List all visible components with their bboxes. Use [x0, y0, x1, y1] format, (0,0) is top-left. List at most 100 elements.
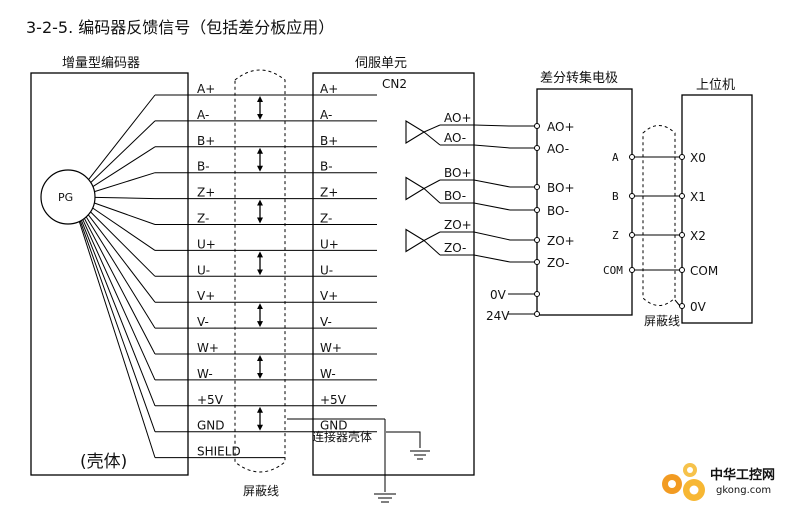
diff-input-wire — [440, 231, 537, 241]
pg-fan-line — [79, 220, 156, 432]
diff-input-label: BO- — [547, 204, 569, 218]
housing-ground-wire — [386, 431, 421, 448]
driver-out-minus — [423, 240, 441, 256]
pg-fan-line — [92, 207, 156, 251]
diff-input-terminal — [534, 123, 540, 129]
servo-pin-label: Z+ — [320, 186, 338, 200]
shield-right-label: 屏蔽线 — [644, 314, 680, 328]
encoder-pin-label: U- — [197, 263, 210, 277]
diff-output-label: COM — [603, 264, 623, 277]
pg-fan-line — [90, 120, 156, 183]
driver-out-minus — [423, 131, 441, 146]
pg-fan-lines — [78, 94, 188, 459]
diff-input-wire — [440, 202, 537, 211]
servo-pin-label: A+ — [320, 82, 338, 96]
encoder-box — [30, 72, 189, 476]
watermark-en-text: gkong.com — [716, 485, 771, 496]
diff-input-terminal — [534, 184, 540, 190]
servo-output-label: BO+ — [444, 166, 472, 180]
diffboard-label: 差分转集电极 — [540, 70, 618, 86]
host-input-label: X0 — [690, 151, 706, 165]
pg-fan-line — [80, 220, 156, 406]
host-input-terminal — [679, 154, 685, 160]
ground-symbol-main — [374, 493, 396, 503]
host-input-terminal — [679, 303, 685, 309]
diff-output-terminal — [629, 267, 635, 273]
diff-output-label: A — [612, 151, 619, 164]
pg-fan-line — [87, 214, 156, 303]
diffboard-input-labels: AO+AO-BO+BO-ZO+ZO- — [534, 120, 575, 270]
servo-pin-label: B- — [320, 160, 333, 174]
diff-output-label: B — [612, 190, 619, 203]
encoder-pin-label: A- — [197, 108, 209, 122]
encoder-pin-label: U+ — [197, 237, 216, 251]
diff-input-label: AO+ — [547, 120, 575, 134]
servo-output-label: BO- — [444, 189, 466, 203]
diff-output-terminal — [629, 154, 635, 160]
watermark-logo — [662, 463, 705, 501]
servo-pin-label: GND — [320, 419, 348, 433]
encoder-pin-label: B- — [197, 160, 210, 174]
servo-box — [312, 72, 475, 476]
encoder-pin-label: V+ — [197, 289, 215, 303]
watermark-cn-text: 中华工控网 — [710, 467, 775, 483]
encoder-pin-label: GND — [197, 419, 225, 433]
diff-input-label: AO- — [547, 142, 569, 156]
diff-to-host-wires — [634, 156, 681, 307]
power-24v-label: 24V — [486, 309, 510, 323]
diff-input-terminal — [534, 259, 540, 265]
diff-input-wire — [440, 124, 537, 127]
pg-fan-line — [92, 146, 156, 188]
diff-input-terminal — [534, 145, 540, 151]
cable-lines — [188, 94, 377, 459]
diff-output-label: Z — [612, 229, 619, 242]
servo-pin-label: B+ — [320, 134, 338, 148]
line-driver-triangle — [405, 120, 426, 144]
host-input-label: X2 — [690, 229, 706, 243]
diff-output-terminal — [629, 193, 635, 199]
pg-circle — [40, 169, 96, 225]
pg-fan-line — [85, 216, 156, 329]
line-driver-triangle — [405, 228, 426, 253]
diff-input-terminal — [534, 237, 540, 243]
line-driver-triangle — [405, 176, 426, 201]
diff-input-label: ZO+ — [547, 234, 575, 248]
servo-connector-label: CN2 — [382, 77, 407, 91]
shield-left-outline — [234, 69, 286, 473]
servo-output-label: ZO+ — [444, 218, 472, 232]
servo-pin-label: V+ — [320, 289, 338, 303]
connector-housing-label: 连接器壳体 — [312, 429, 372, 444]
servo-pin-label: W- — [320, 367, 336, 381]
encoder-label: 增量型编码器 — [62, 56, 140, 71]
ground-symbol-housing — [410, 450, 430, 460]
diffboard-output-labels: A B Z COM — [603, 151, 635, 277]
servo-pin-label: Z- — [320, 212, 332, 226]
encoder-housing-label: (壳体) — [80, 452, 127, 472]
diff-input-wire — [440, 144, 537, 149]
power-0v-label: 0V — [490, 288, 507, 302]
page-title: 3-2-5. 编码器反馈信号（包括差分板应用） — [26, 18, 334, 37]
shield-right-outline — [642, 125, 676, 306]
encoder-pin-label: W+ — [197, 341, 219, 355]
encoder-pin-label: W- — [197, 367, 213, 381]
pg-fan-line — [94, 196, 156, 200]
pg-fan-line — [94, 172, 156, 193]
host-box — [681, 94, 753, 324]
driver-out-plus — [423, 231, 441, 241]
line-drivers: AO+AO-BO+BO-ZO+ZO- — [405, 111, 537, 263]
pg-fan-line — [83, 218, 156, 355]
driver-out-plus — [423, 179, 441, 189]
host-input-label: COM — [690, 264, 718, 278]
pg-fan-line — [82, 219, 156, 381]
diff-input-label: BO+ — [547, 181, 575, 195]
servo-pin-label: +5V — [320, 393, 347, 407]
shield-left-label: 屏蔽线 — [243, 484, 279, 498]
encoder-pin-label: Z+ — [197, 186, 215, 200]
driver-out-minus — [423, 188, 441, 204]
encoder-pin-label: SHIELD — [197, 445, 241, 459]
diff-input-wire — [440, 254, 537, 263]
pg-fan-line — [88, 94, 156, 180]
